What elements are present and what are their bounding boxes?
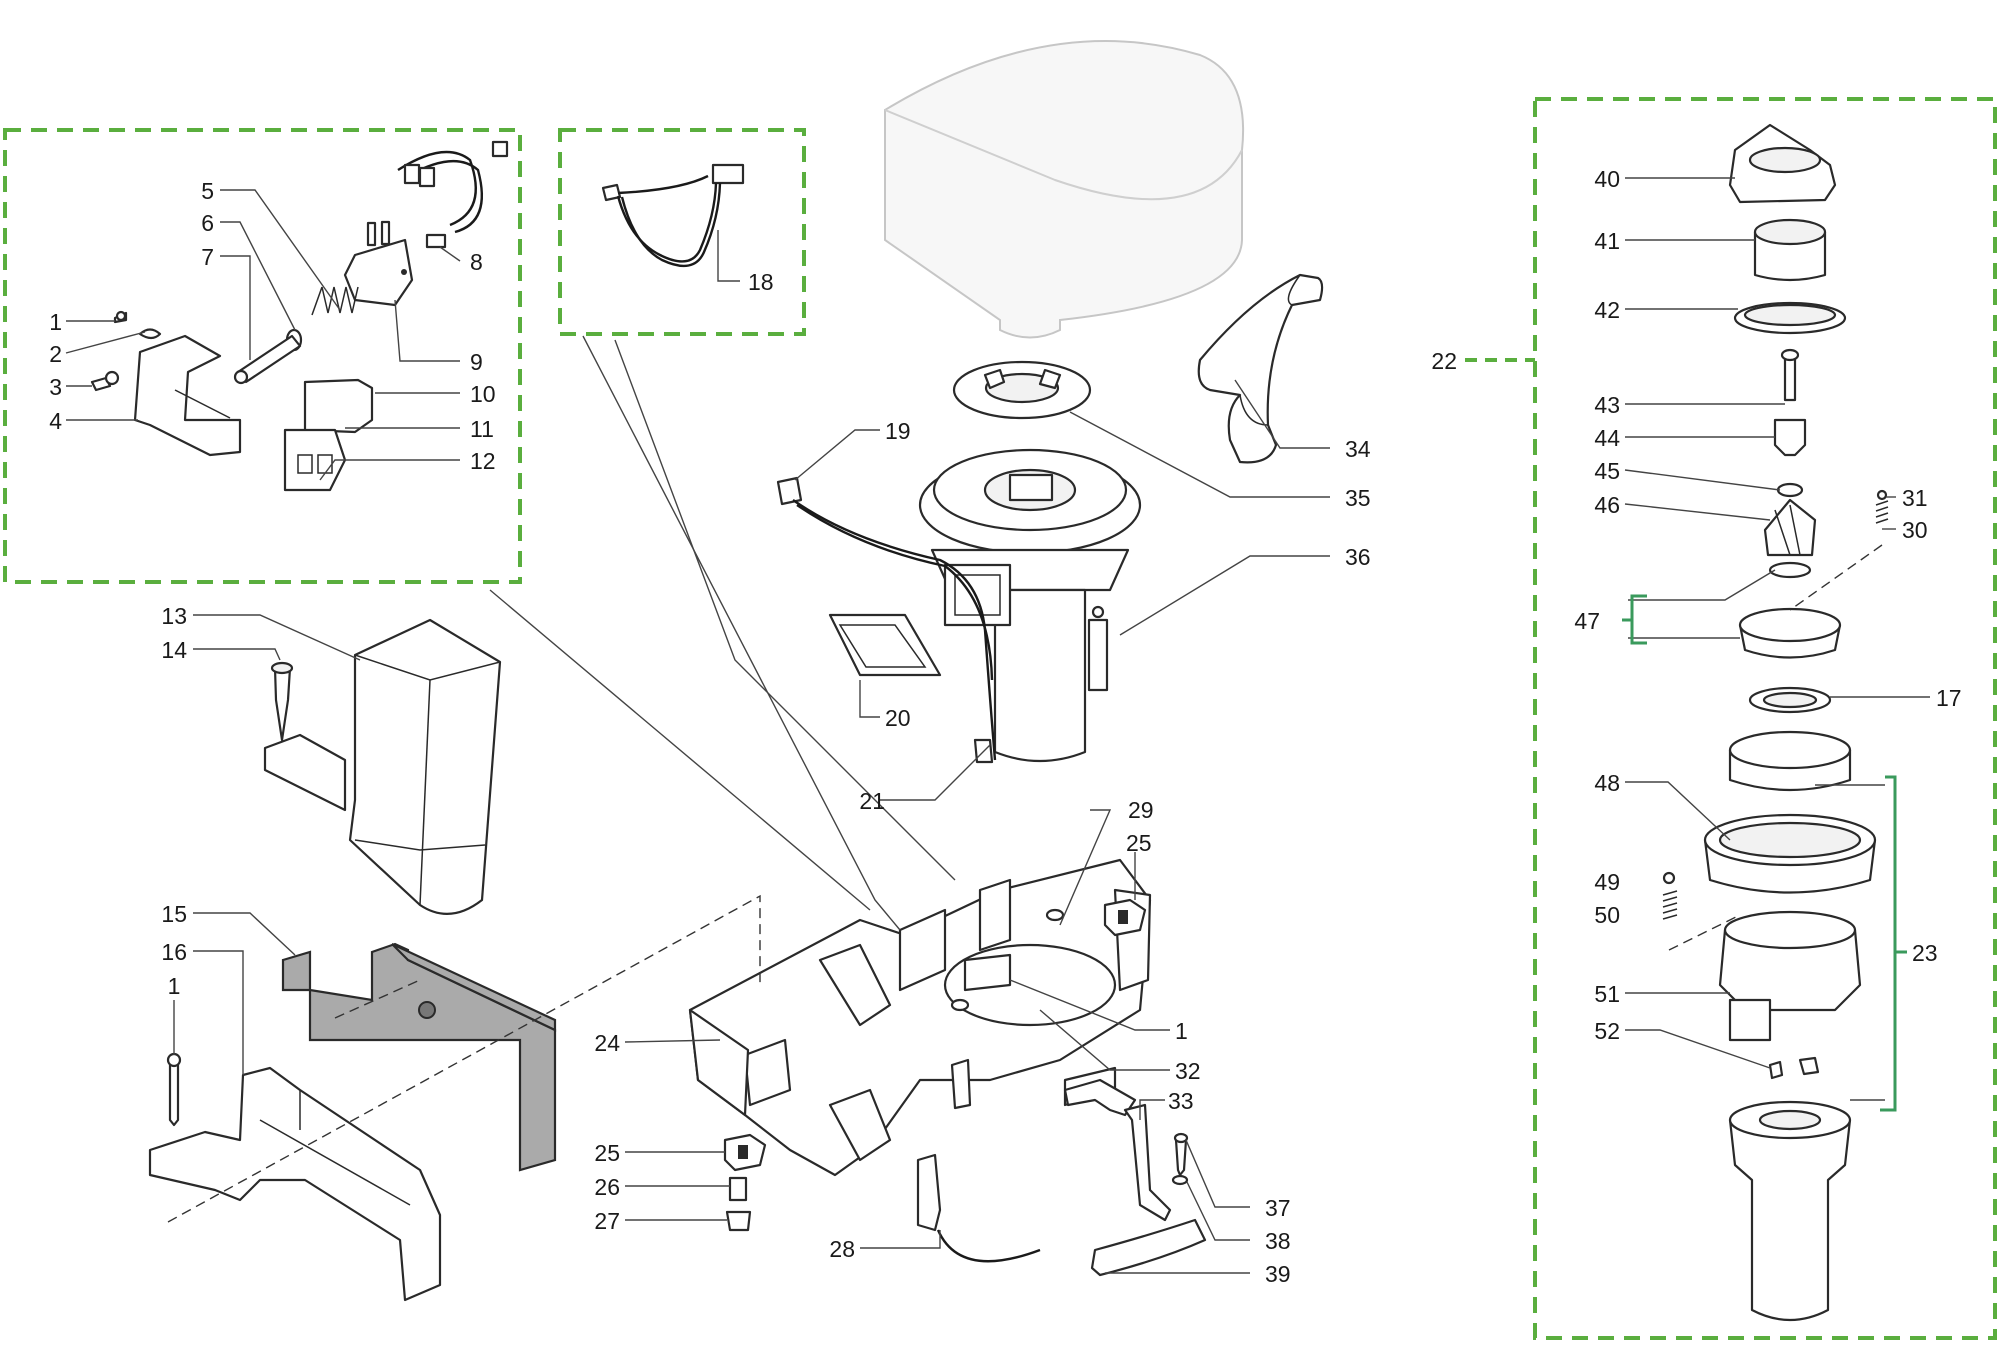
leader-lines xyxy=(65,177,1930,1274)
base-chassis xyxy=(688,858,1152,1177)
label-3: 3 xyxy=(49,374,62,400)
label-20: 20 xyxy=(885,705,911,731)
label-31: 31 xyxy=(1902,485,1928,511)
label-9: 9 xyxy=(470,349,483,375)
label-41: 41 xyxy=(1594,228,1620,254)
group-box-cable xyxy=(558,128,806,336)
label-39: 39 xyxy=(1265,1261,1291,1287)
label-1c: 1 xyxy=(1175,1018,1188,1044)
label-17: 17 xyxy=(1936,685,1962,711)
label-29: 29 xyxy=(1128,797,1154,823)
label-42: 42 xyxy=(1594,297,1620,323)
label-48: 48 xyxy=(1594,770,1620,796)
label-33: 33 xyxy=(1168,1088,1194,1114)
label-38: 38 xyxy=(1265,1228,1291,1254)
grinder-motor-assembly xyxy=(776,360,1142,764)
lever-33-39 xyxy=(1063,1078,1207,1277)
label-6: 6 xyxy=(201,210,214,236)
label-37: 37 xyxy=(1265,1195,1291,1221)
label-47: 47 xyxy=(1574,608,1600,634)
label-12: 12 xyxy=(470,448,496,474)
connection-lines xyxy=(167,335,1883,1223)
label-26: 26 xyxy=(594,1174,620,1200)
label-24: 24 xyxy=(594,1030,620,1056)
label-50: 50 xyxy=(1594,902,1620,928)
label-27: 27 xyxy=(594,1208,620,1234)
label-51: 51 xyxy=(1594,981,1620,1007)
label-19: 19 xyxy=(885,418,911,444)
label-25a: 25 xyxy=(1126,830,1152,856)
label-44: 44 xyxy=(1594,425,1620,451)
part-13-funnel xyxy=(263,618,502,915)
brackets xyxy=(1622,594,1907,1112)
part-labels: 1 2 3 4 5 6 7 8 9 10 11 12 13 14 15 16 1… xyxy=(49,166,1961,1287)
cable-18 xyxy=(601,163,745,268)
label-4: 4 xyxy=(49,408,62,434)
label-32: 32 xyxy=(1175,1058,1201,1084)
label-11: 11 xyxy=(470,416,494,442)
label-14: 14 xyxy=(161,637,187,663)
label-16: 16 xyxy=(161,939,187,965)
label-1b: 1 xyxy=(168,973,181,999)
label-2: 2 xyxy=(49,341,62,367)
label-23: 23 xyxy=(1912,940,1938,966)
label-5: 5 xyxy=(201,178,214,204)
label-52: 52 xyxy=(1594,1018,1620,1044)
label-34: 34 xyxy=(1345,436,1371,462)
switch-assembly-parts xyxy=(90,140,509,492)
label-36: 36 xyxy=(1345,544,1371,570)
label-45: 45 xyxy=(1594,458,1620,484)
label-21: 21 xyxy=(859,788,885,814)
part-15-16 xyxy=(148,942,557,1302)
bean-hopper xyxy=(884,40,1244,339)
label-30: 30 xyxy=(1902,517,1928,543)
label-35: 35 xyxy=(1345,485,1371,511)
label-7: 7 xyxy=(201,244,214,270)
label-18: 18 xyxy=(748,269,774,295)
small-parts xyxy=(723,898,1189,1263)
label-1a: 1 xyxy=(49,309,62,335)
label-8: 8 xyxy=(470,249,483,275)
label-28: 28 xyxy=(829,1236,855,1262)
label-25b: 25 xyxy=(594,1140,620,1166)
grinder-stack-parts xyxy=(1662,123,1889,1322)
label-10: 10 xyxy=(470,381,496,407)
label-22: 22 xyxy=(1431,348,1457,374)
group-box-grinder xyxy=(1533,97,1997,1340)
label-46: 46 xyxy=(1594,492,1620,518)
group-box-switch-assembly xyxy=(3,128,522,584)
label-43: 43 xyxy=(1594,392,1620,418)
label-15: 15 xyxy=(161,901,187,927)
part-34-35 xyxy=(1197,273,1324,464)
label-13: 13 xyxy=(161,603,187,629)
label-40: 40 xyxy=(1594,166,1620,192)
label-49: 49 xyxy=(1594,869,1620,895)
